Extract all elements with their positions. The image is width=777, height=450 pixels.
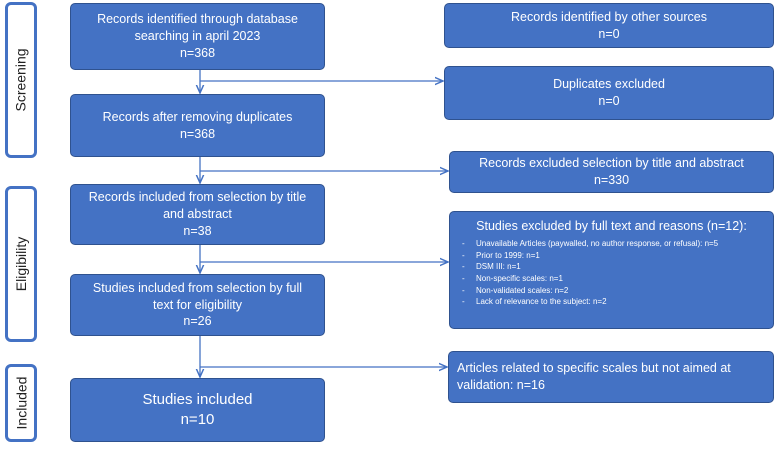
studies-included-count: n=10 [180, 411, 215, 428]
title-abstract-included-line-2: and abstract [163, 207, 232, 222]
box-other-sources: Records identified by other sources n=0 [444, 3, 774, 48]
reason-item: Non-specific scales: n=1 [458, 273, 718, 285]
box-title-abstract-excluded: Records excluded selection by title and … [449, 151, 774, 193]
reason-item: Lack of relevance to the subject: n=2 [458, 296, 718, 308]
full-text-included-line-1: Studies included from selection by full [92, 280, 303, 295]
other-sources-line-1: Records identified by other sources [511, 9, 707, 24]
db-search-line-2: searching in april 2023 [134, 29, 261, 44]
box-full-text-excluded: Studies excluded by full text and reason… [449, 211, 774, 329]
reason-item: DSM III: n=1 [458, 261, 718, 273]
duplicates-excluded-count: n=0 [598, 94, 620, 108]
title-abstract-included-line-1: Records included from selection by title [88, 190, 307, 205]
box-studies-included: Studies included n=10 [70, 378, 325, 442]
reason-item: Non-validated scales: n=2 [458, 285, 718, 297]
db-search-line-1: Records identified through database [97, 12, 298, 27]
title-abstract-excluded-line-1: Records excluded selection by title and … [479, 156, 744, 171]
other-sources-count: n=0 [598, 26, 620, 41]
box-after-duplicates: Records after removing duplicates n=368 [70, 94, 325, 157]
box-duplicates-excluded: Duplicates excluded n=0 [444, 66, 774, 120]
box-database-search: Records identified through database sear… [70, 3, 325, 70]
specific-scales-line-1: Articles related to specific scales but … [457, 361, 731, 376]
full-text-excluded-title: Studies excluded by full text and reason… [476, 219, 747, 233]
box-specific-scales: Articles related to specific scales but … [448, 351, 774, 403]
title-abstract-excluded-count: n=330 [593, 173, 630, 187]
title-abstract-included-count: n=38 [183, 223, 212, 238]
db-search-count: n=368 [179, 45, 216, 60]
phase-screening: Screening [5, 2, 37, 158]
full-text-excluded-reasons: Unavailable Articles (paywalled, no auth… [458, 238, 718, 308]
phase-eligibility: Eligibility [5, 186, 37, 342]
duplicates-excluded-line-1: Duplicates excluded [553, 77, 665, 92]
studies-included-label: Studies included [142, 390, 253, 408]
full-text-included-line-2: text for eligibility [153, 297, 242, 312]
reason-item: Prior to 1999: n=1 [458, 250, 718, 262]
phase-included: Included [5, 364, 37, 442]
after-duplicates-count: n=368 [179, 126, 216, 141]
box-full-text-included: Studies included from selection by full … [70, 274, 325, 336]
reason-item: Unavailable Articles (paywalled, no auth… [458, 238, 718, 250]
after-duplicates-line-1: Records after removing duplicates [102, 109, 293, 124]
specific-scales-line-2: validation: n=16 [457, 378, 545, 392]
full-text-included-count: n=26 [183, 314, 212, 329]
box-title-abstract-included: Records included from selection by title… [70, 184, 325, 245]
